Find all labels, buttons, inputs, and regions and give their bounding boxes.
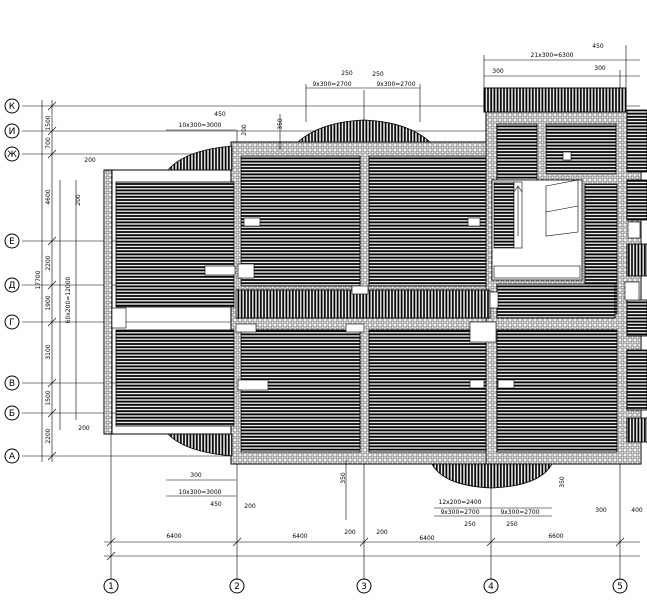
dimension-label: 6400 — [166, 533, 181, 540]
dimension-label: 21x300=6300 — [531, 52, 574, 59]
dimension-label: 250 — [341, 70, 353, 77]
row-axis-label: Г — [9, 318, 15, 328]
row-axis-bubble — [4, 405, 20, 421]
dimension-label: 200 — [376, 529, 388, 536]
small-dimension-label: 200 — [75, 194, 82, 206]
dimension-label: 6600 — [548, 533, 563, 540]
row-axis-label: А — [9, 452, 16, 462]
row-axis-label: Д — [8, 281, 15, 291]
dimension-label: 9x300=2700 — [376, 81, 415, 88]
dimension-label: 10x300=3000 — [179, 489, 222, 496]
dimension-label: 200 — [241, 124, 248, 136]
row-axis-bubble — [4, 123, 20, 139]
dimension-label: 250 — [464, 521, 476, 528]
balconies — [167, 119, 553, 489]
total-dimension-label: 17700 — [35, 270, 42, 289]
row-axis-label: В — [9, 379, 15, 389]
dimension-label: 9x300=2700 — [500, 509, 539, 516]
openings — [111, 151, 641, 391]
inner-dimension-label: 60x200=12000 — [65, 276, 72, 323]
dimension-label: 9x300=2700 — [312, 81, 351, 88]
column-axis-bubble — [103, 578, 119, 594]
dimension-label: 9x300=2700 — [440, 509, 479, 516]
row-axis-label: Е — [9, 237, 15, 247]
row-axis-bubble — [4, 233, 20, 249]
column-axis-bubble — [229, 578, 245, 594]
dimension-label: 450 — [214, 111, 226, 118]
row-axis-markers: К И Ж Е Д Г В Б А — [4, 98, 20, 464]
dimension-label: 350 — [340, 472, 347, 484]
dimension-label: 450 — [592, 43, 604, 50]
row-axis-label: Ж — [7, 150, 17, 160]
row-axis-bubble — [4, 314, 20, 330]
dimension-label: 300 — [492, 68, 504, 75]
dimension-label: 1500 — [45, 390, 52, 405]
bottom-dimension-chain: 6400 6400 6400 6600 — [104, 533, 640, 561]
row-axis-label: И — [9, 127, 16, 137]
dimension-label: 300 — [594, 65, 606, 72]
lower-dimensions: 200 300 10x300=3000 450 200 350 12x200=2… — [78, 425, 643, 536]
column-axis-label: 4 — [488, 582, 494, 592]
column-axis-label: 3 — [361, 582, 367, 592]
dimension-label: 4600 — [45, 189, 52, 204]
row-axis-bubble — [4, 375, 20, 391]
dimension-label: 350 — [559, 476, 566, 488]
row-axis-label: К — [9, 102, 16, 112]
row-axis-label: Б — [9, 409, 15, 419]
dimension-label: 250 — [372, 71, 384, 78]
column-axis-label: 1 — [108, 582, 114, 592]
left-dimension-chain: 1500 700 4600 2200 1900 3100 1500 2200 1… — [35, 100, 82, 462]
dimension-label: 12x200=2400 — [439, 499, 482, 506]
dimension-label: 450 — [210, 501, 222, 508]
dimension-label: 250 — [506, 521, 518, 528]
dimension-label: 200 — [244, 503, 256, 510]
dimension-label: 6400 — [419, 535, 434, 542]
staircase — [491, 179, 583, 281]
dimension-label: 200 — [344, 529, 356, 536]
dimension-label: 6400 — [292, 533, 307, 540]
dimension-label: 200 — [84, 157, 96, 164]
row-axis-bubble — [4, 98, 20, 114]
dimension-label: 2200 — [45, 255, 52, 270]
column-axis-markers: 1 2 3 4 5 — [103, 578, 628, 594]
floor-panels — [115, 109, 647, 453]
row-axis-bubble — [4, 146, 20, 162]
dimension-label: 350 — [277, 118, 284, 130]
top-dimensions: 21x300=6300 450 300 300 250 250 9x300=27… — [84, 43, 640, 164]
column-axis-label: 5 — [617, 582, 623, 592]
column-axis-bubble — [483, 578, 499, 594]
dimension-label: 300 — [190, 472, 202, 479]
dimension-label: 200 — [78, 425, 90, 432]
row-axis-bubble — [4, 448, 20, 464]
dimension-label: 1500 — [45, 115, 52, 130]
dimension-label: 10x300=3000 — [179, 122, 222, 129]
dimension-label: 300 — [595, 507, 607, 514]
column-axis-label: 2 — [234, 582, 240, 592]
dimension-label: 1900 — [45, 295, 52, 310]
dimension-label: 2200 — [45, 428, 52, 443]
dimension-label: 700 — [45, 137, 52, 149]
dimension-label: 3100 — [45, 344, 52, 359]
column-axis-bubble — [356, 578, 372, 594]
column-axis-bubble — [612, 578, 628, 594]
dimension-label: 400 — [631, 507, 643, 514]
row-axis-bubble — [4, 277, 20, 293]
